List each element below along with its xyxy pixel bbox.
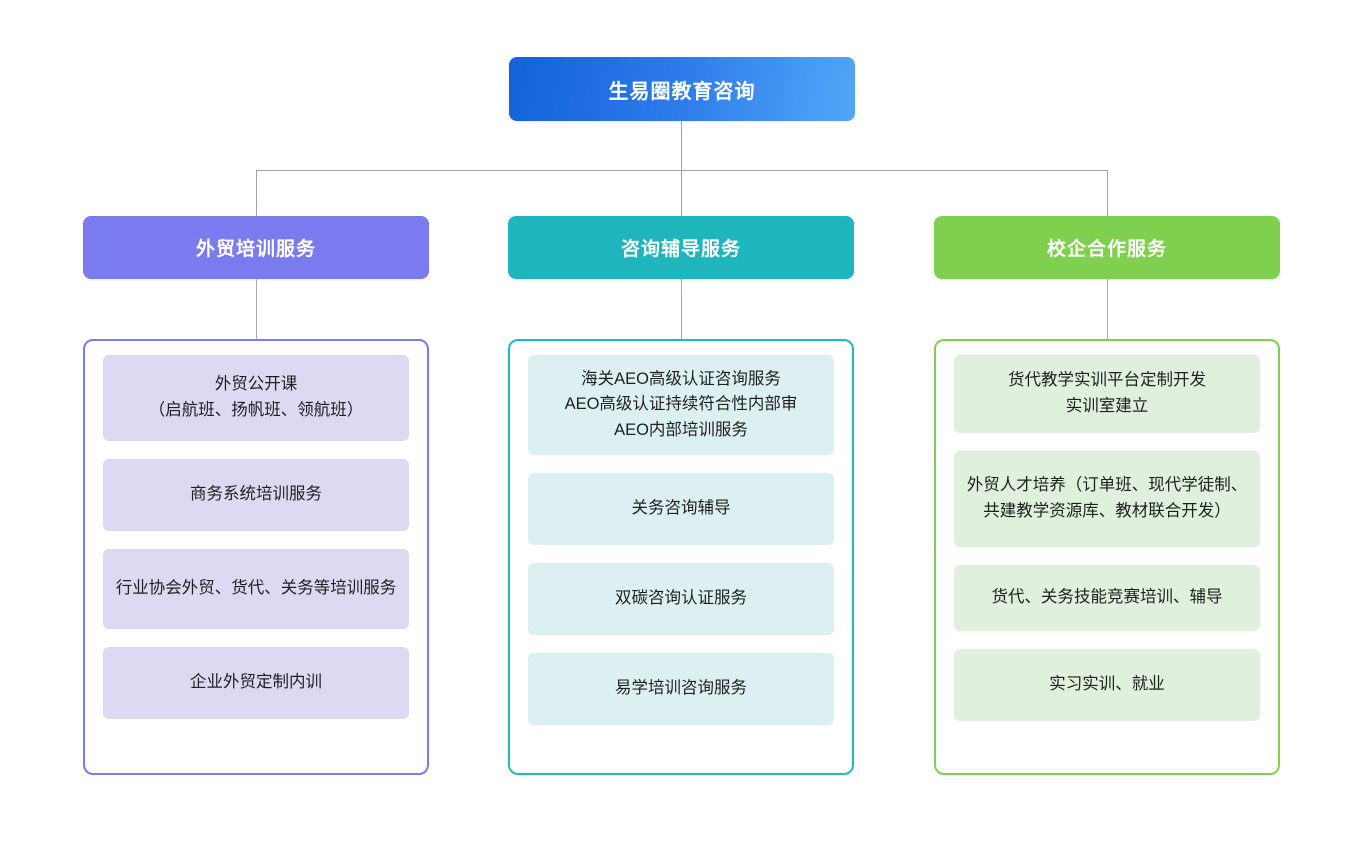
branch-stem-2 bbox=[680, 279, 682, 339]
branch-item[interactable]: 货代教学实训平台定制开发 实训室建立 bbox=[954, 355, 1260, 433]
branch-body-1: 外贸公开课 （启航班、扬帆班、领航班） 商务系统培训服务 行业协会外贸、货代、关… bbox=[83, 339, 429, 775]
branch-item[interactable]: 双碳咨询认证服务 bbox=[528, 563, 834, 635]
branch-item[interactable]: 外贸公开课 （启航班、扬帆班、领航班） bbox=[103, 355, 409, 441]
connector-drop-branch-3 bbox=[1107, 170, 1108, 216]
branch-item[interactable]: 货代、关务技能竞赛培训、辅导 bbox=[954, 565, 1260, 631]
branch-item[interactable]: 商务系统培训服务 bbox=[103, 459, 409, 531]
branch-header-1[interactable]: 外贸培训服务 bbox=[83, 216, 429, 279]
branch-item[interactable]: 行业协会外贸、货代、关务等培训服务 bbox=[103, 549, 409, 629]
branch-body-2: 海关AEO高级认证咨询服务 AEO高级认证持续符合性内部审 AEO内部培训服务 … bbox=[508, 339, 854, 775]
connector-root-stem bbox=[681, 121, 682, 171]
branch-column-3: 校企合作服务 货代教学实训平台定制开发 实训室建立 外贸人才培养（订单班、现代学… bbox=[934, 216, 1280, 775]
branch-body-3: 货代教学实训平台定制开发 实训室建立 外贸人才培养（订单班、现代学徒制、共建教学… bbox=[934, 339, 1280, 775]
branch-stem-1 bbox=[255, 279, 257, 339]
branch-item[interactable]: 外贸人才培养（订单班、现代学徒制、共建教学资源库、教材联合开发） bbox=[954, 451, 1260, 547]
branch-item[interactable]: 易学培训咨询服务 bbox=[528, 653, 834, 725]
branch-item[interactable]: 企业外贸定制内训 bbox=[103, 647, 409, 719]
branch-item[interactable]: 关务咨询辅导 bbox=[528, 473, 834, 545]
branch-item[interactable]: 海关AEO高级认证咨询服务 AEO高级认证持续符合性内部审 AEO内部培训服务 bbox=[528, 355, 834, 455]
branch-header-2[interactable]: 咨询辅导服务 bbox=[508, 216, 854, 279]
branch-column-2: 咨询辅导服务 海关AEO高级认证咨询服务 AEO高级认证持续符合性内部审 AEO… bbox=[508, 216, 854, 775]
branch-item[interactable]: 实习实训、就业 bbox=[954, 649, 1260, 721]
root-node[interactable]: 生易圈教育咨询 bbox=[509, 57, 855, 121]
branch-column-1: 外贸培训服务 外贸公开课 （启航班、扬帆班、领航班） 商务系统培训服务 行业协会… bbox=[83, 216, 429, 775]
connector-drop-branch-2 bbox=[681, 170, 682, 216]
branch-header-3[interactable]: 校企合作服务 bbox=[934, 216, 1280, 279]
connector-drop-branch-1 bbox=[256, 170, 257, 216]
branch-stem-3 bbox=[1106, 279, 1108, 339]
